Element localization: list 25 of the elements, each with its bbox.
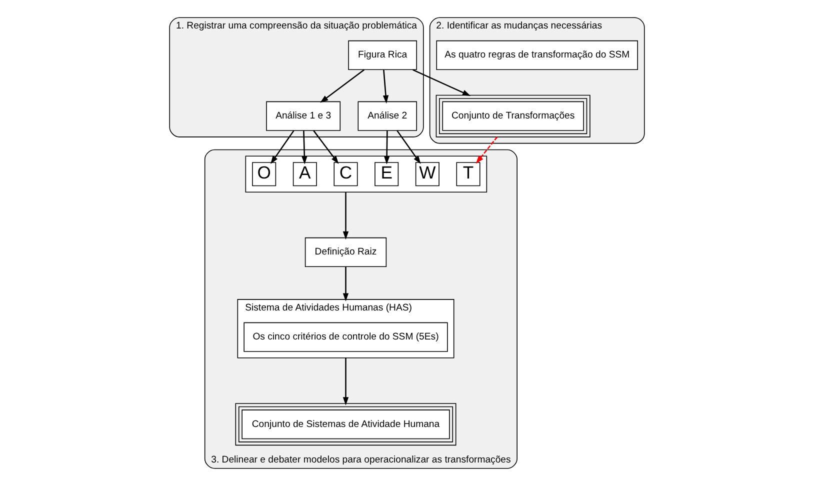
node-box: Análise 1 e 3 [266,101,341,131]
arrow [396,130,421,164]
node-box: Definição Raiz [304,237,387,268]
node-box: Conjunto de Sistemas de Atividade Humana [235,403,456,446]
arrow [412,69,471,96]
node-box: O [252,162,276,186]
node-box: T [456,162,480,186]
node-box: E [374,162,399,186]
arrow [384,130,390,164]
node-box: Os cinco critérios de controle do SSM (5Es) [244,322,448,352]
node-box: W [415,162,440,186]
arrow [342,358,349,406]
node-box: As quatro regras de transformação do SSM [436,40,638,70]
arrow [302,130,308,164]
node-box: A [292,162,317,186]
node-box: Figura Rica [348,40,417,70]
node-box: Análise 2 [358,101,417,131]
node-box: C [334,162,358,186]
arrow [342,266,349,302]
arrow [382,70,389,104]
arrow [320,69,365,103]
node-box: Conjunto de Transformações [436,94,590,138]
arrow [270,130,294,164]
arrow [313,130,339,164]
arrow [342,192,349,240]
